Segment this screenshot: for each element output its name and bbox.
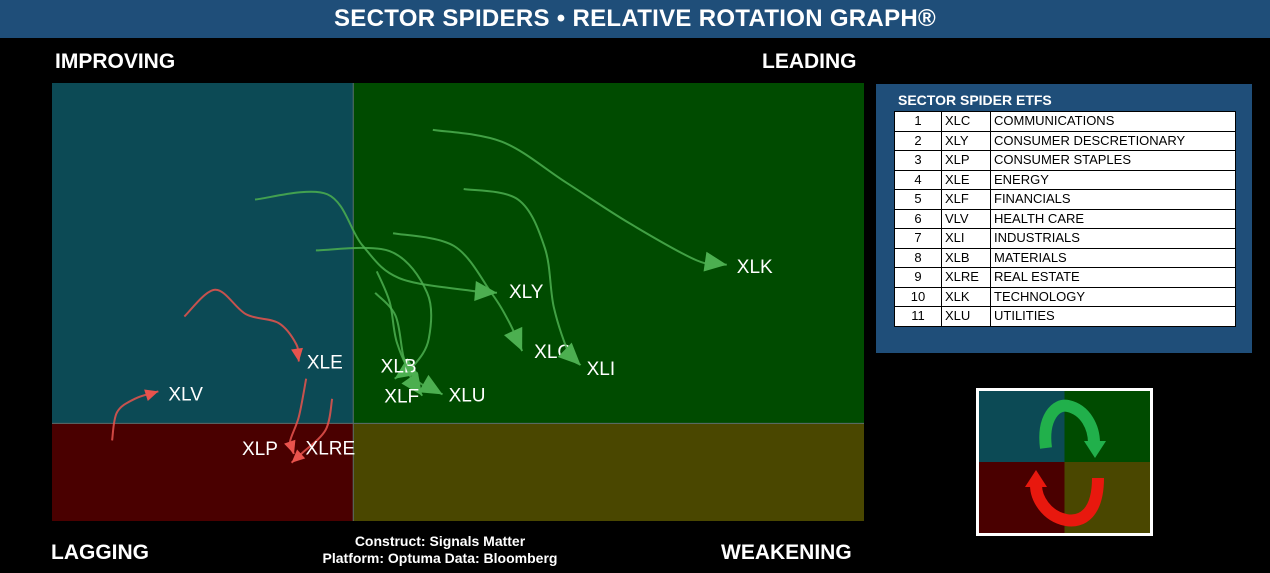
legend-row-name: HEALTH CARE — [990, 208, 1236, 229]
series-arrowhead-xlc — [504, 326, 523, 352]
quadrant-label-weakening: WEAKENING — [721, 541, 852, 564]
legend-row-ticker: XLP — [941, 150, 991, 171]
series-label-xly: XLY — [509, 282, 544, 303]
series-arrowhead-xlk — [703, 251, 727, 272]
legend-row-name: TECHNOLOGY — [990, 286, 1236, 307]
series-xlv: XLV — [111, 384, 203, 441]
legend-row-name: REAL ESTATE — [990, 267, 1236, 288]
quadrant-label-improving: IMPROVING — [55, 50, 176, 73]
legend-row-number: 8 — [894, 247, 942, 268]
legend-row-number: 6 — [894, 208, 942, 229]
quadrant-label-leading: LEADING — [762, 50, 857, 73]
legend-row-ticker: XLF — [941, 189, 991, 210]
credits-platform: Platform: Optuma Data: Bloomberg — [322, 550, 558, 566]
legend-row-ticker: VLV — [941, 208, 991, 229]
legend-row-name: MATERIALS — [990, 247, 1236, 268]
legend-title: SECTOR SPIDER ETFS — [898, 92, 1052, 108]
series-xlk: XLK — [432, 128, 773, 278]
series-label-xlv: XLV — [168, 384, 203, 405]
cycle-arrowhead-green — [1084, 441, 1106, 458]
legend-row-number: 3 — [894, 150, 942, 171]
legend-row-ticker: XLRE — [941, 267, 991, 288]
series-arrowhead-xlv — [144, 389, 159, 401]
legend-row-number: 2 — [894, 130, 942, 151]
series-label-xlp: XLP — [242, 439, 278, 460]
legend-row-ticker: XLI — [941, 228, 991, 249]
legend-row-ticker: XLE — [941, 169, 991, 190]
quadrant-improving — [52, 83, 354, 424]
credits: Construct: Signals Matter Platform: Optu… — [290, 533, 590, 567]
series-arrowhead-xly — [474, 281, 497, 301]
series-arrowhead-xle — [291, 347, 303, 362]
series-xlre: XLRE — [290, 398, 356, 464]
series-arrowhead-xlre — [291, 449, 306, 463]
series-label-xlre: XLRE — [306, 439, 356, 460]
legend-row-ticker: XLC — [941, 111, 991, 132]
legend-row-number: 4 — [894, 169, 942, 190]
quadrant-weakening — [353, 423, 864, 521]
cycle-arrow-red — [1030, 477, 1104, 527]
legend-row-ticker: XLU — [941, 306, 991, 327]
chart-title: SECTOR SPIDERS • RELATIVE ROTATION GRAPH… — [0, 0, 1270, 38]
legend-row-number: 11 — [894, 306, 942, 327]
legend-row-number: 5 — [894, 189, 942, 210]
legend-row-number: 9 — [894, 267, 942, 288]
legend-row-name: CONSUMER DESCRETIONARY — [990, 130, 1236, 151]
series-label-xli: XLI — [587, 359, 616, 380]
series-xle: XLE — [183, 288, 343, 374]
legend-row-name: CONSUMER STAPLES — [990, 150, 1236, 171]
cycle-arrow-green — [1039, 399, 1100, 449]
legend-row-name: INDUSTRIALS — [990, 228, 1236, 249]
legend-row-ticker: XLK — [941, 286, 991, 307]
quadrant-lagging — [52, 423, 354, 521]
quadrant-leading — [353, 83, 864, 424]
legend-row-name: FINANCIALS — [990, 189, 1236, 210]
series-label-xlf: XLF — [384, 387, 419, 408]
quadrant-label-lagging: LAGGING — [51, 541, 149, 564]
series-xly: XLY — [254, 190, 544, 303]
series-tail-xlk — [432, 128, 727, 266]
series-arrowhead-xlu — [418, 374, 443, 395]
series-arrowhead-xli — [557, 342, 581, 366]
series-label-xlu: XLU — [449, 385, 486, 406]
series-xlp: XLP — [242, 378, 308, 460]
series-label-xle: XLE — [307, 353, 343, 374]
legend-row-name: COMMUNICATIONS — [990, 111, 1236, 132]
legend-row-number: 1 — [894, 111, 942, 132]
series-arrowhead-xlf — [401, 371, 423, 396]
legend-row-ticker: XLY — [941, 130, 991, 151]
rotation-cycle-icon — [976, 388, 1153, 536]
legend-row-number: 10 — [894, 286, 942, 307]
legend-row-name: UTILITIES — [990, 306, 1236, 327]
credits-construct: Construct: Signals Matter — [354, 533, 526, 549]
series-arrowhead-xlp — [284, 439, 296, 454]
series-label-xlk: XLK — [737, 257, 773, 278]
series-xli: XLI — [463, 188, 616, 380]
series-tail-xle — [183, 288, 300, 362]
cycle-icon-lagging — [979, 462, 1065, 533]
series-xlu: XLU — [375, 270, 486, 406]
legend-row-number: 7 — [894, 228, 942, 249]
legend-row-name: ENERGY — [990, 169, 1236, 190]
legend-row-ticker: XLB — [941, 247, 991, 268]
cycle-icon-leading — [1064, 391, 1150, 462]
cycle-arrowhead-red — [1025, 470, 1047, 487]
series-tail-xly — [254, 190, 498, 294]
